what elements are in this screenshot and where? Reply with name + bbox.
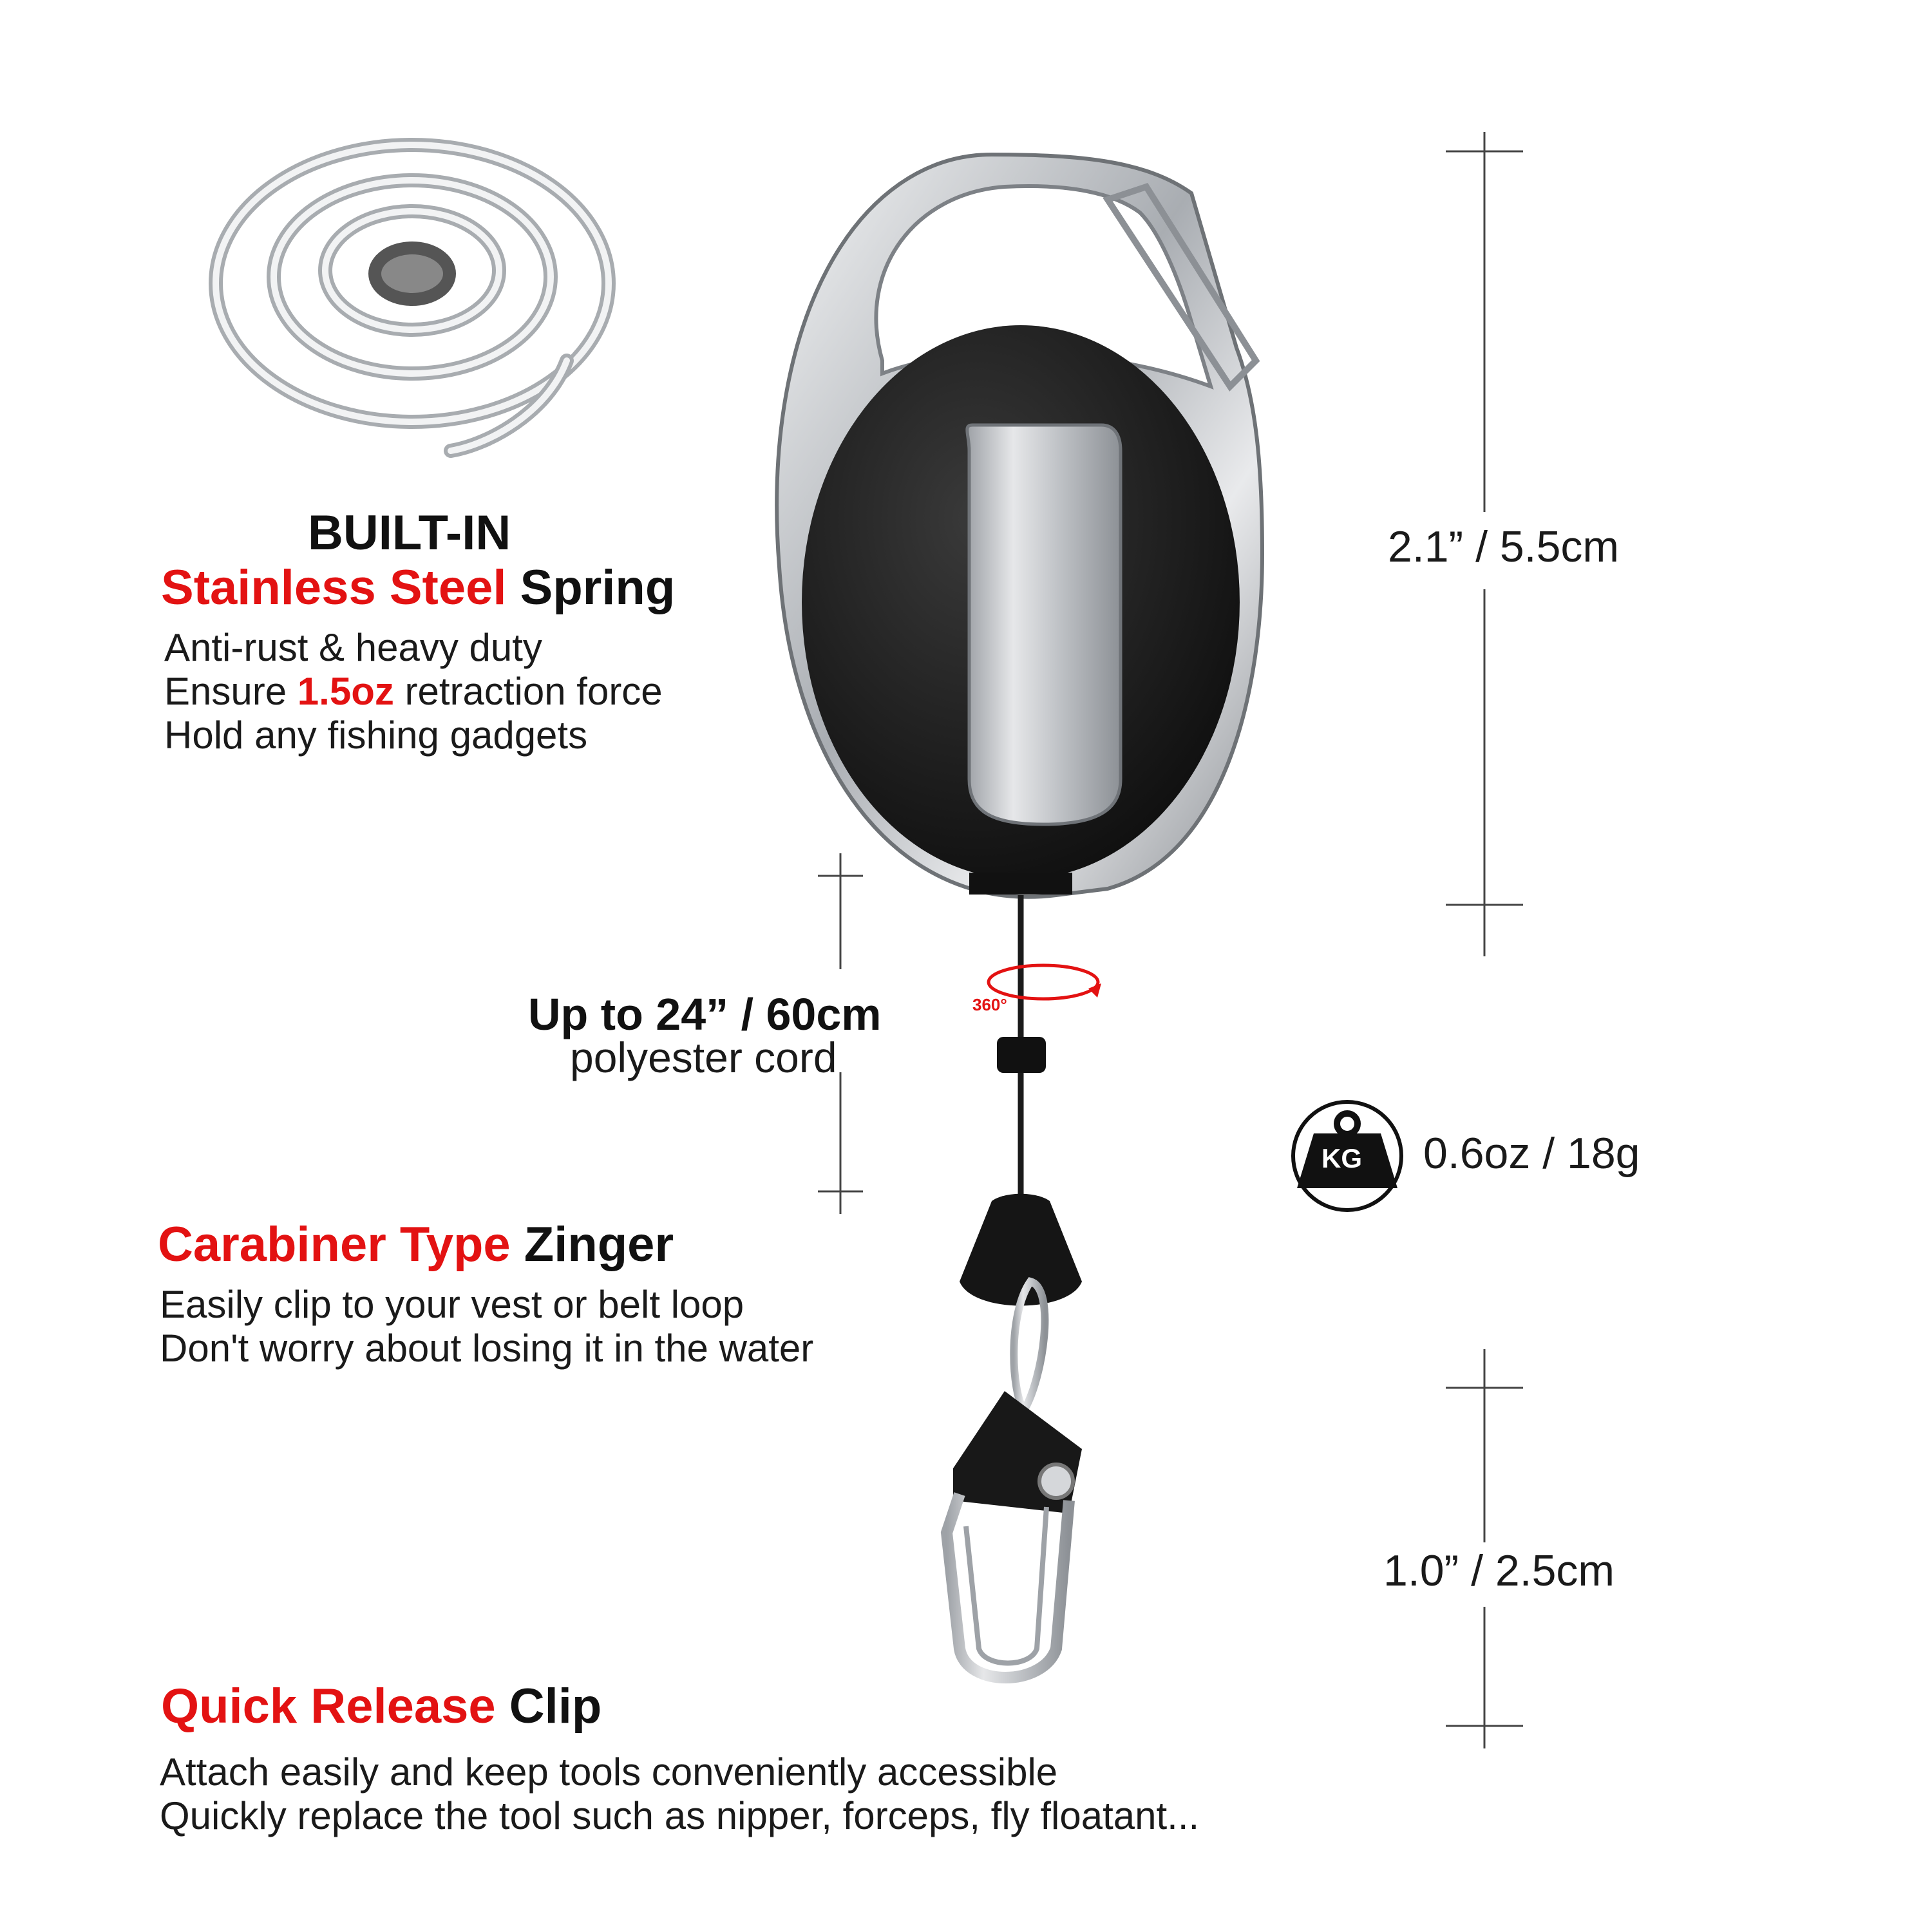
dimension-lines xyxy=(818,132,1523,1748)
cord-length-label: Up to 24” / 60cm xyxy=(528,989,882,1039)
quick-release-clip-illustration xyxy=(940,1193,1082,1683)
clip-feature-line2: Quickly replace the tool such as nipper,… xyxy=(160,1794,1200,1837)
cord-material-label: polyester cord xyxy=(570,1034,837,1081)
clip-heading: Quick Release Clip xyxy=(161,1682,601,1731)
body-height-label: 2.1” / 5.5cm xyxy=(1388,522,1620,571)
weight-icon-label: KG xyxy=(1321,1143,1362,1173)
clip-heading-red: Quick Release xyxy=(161,1679,496,1734)
spring-feature-line3: Hold any fishing gadgets xyxy=(164,714,588,757)
spring-heading-red: Stainless Steel xyxy=(161,560,507,615)
zinger-feature-line1: Easily clip to your vest or belt loop xyxy=(160,1283,744,1326)
zinger-heading: Carabiner Type Zinger xyxy=(158,1220,674,1269)
zinger-frame-illustration xyxy=(775,152,1265,899)
zinger-heading-black: Zinger xyxy=(524,1217,674,1272)
weight-kg-icon xyxy=(1291,1100,1403,1212)
spring-feature-line2: Ensure 1.5oz retraction force xyxy=(164,670,663,714)
clip-heading-black: Clip xyxy=(509,1679,602,1734)
clip-height-label: 1.0” / 2.5cm xyxy=(1383,1546,1615,1595)
spring-heading-black: Spring xyxy=(520,560,676,615)
spring-heading-line1: BUILT-IN xyxy=(308,506,511,560)
spring-heading: Stainless Steel Spring xyxy=(161,564,675,612)
zinger-feature-line2: Don't worry about losing it in the water xyxy=(160,1327,814,1370)
spring-force-value: 1.5oz xyxy=(297,670,394,713)
rotation-label: 360° xyxy=(972,995,1007,1014)
clip-feature-line1: Attach easily and keep tools convenientl… xyxy=(160,1750,1058,1794)
cord-illustration xyxy=(987,895,1101,1204)
spring-feature-line2-suffix: retraction force xyxy=(393,670,663,713)
spring-feature-line1: Anti-rust & heavy duty xyxy=(164,626,542,669)
spring-coil-illustration xyxy=(209,138,616,458)
zinger-heading-red: Carabiner Type xyxy=(158,1217,511,1272)
weight-value: 0.6oz / 18g xyxy=(1423,1129,1640,1178)
spring-feature-line2-prefix: Ensure xyxy=(164,670,298,713)
